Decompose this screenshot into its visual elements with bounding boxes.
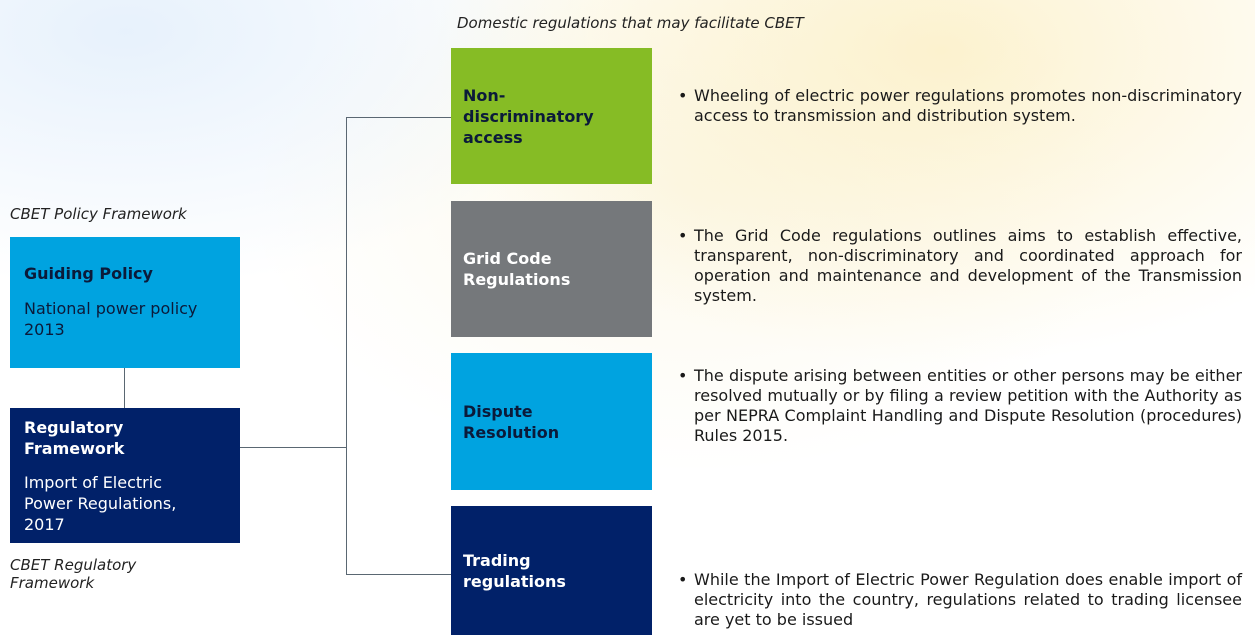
bullet-1: • — [678, 86, 688, 105]
description-3-text: The dispute arising between entities or … — [694, 366, 1242, 445]
branch-line-4 — [346, 574, 451, 575]
category-3-label-line-2: Resolution — [463, 422, 560, 442]
policy-connector-line — [124, 368, 125, 408]
guiding-policy-line-2: 2013 — [24, 320, 65, 339]
description-grid-code-regulations: • The Grid Code regulations outlines aim… — [678, 226, 1242, 306]
regulatory-framework-title-line-2: Framework — [24, 439, 125, 458]
regulatory-framework-line-3: 2017 — [24, 515, 65, 534]
description-1-text: Wheeling of electric power regulations p… — [694, 86, 1242, 125]
category-trading-regulations: Trading regulations — [451, 506, 652, 635]
guiding-policy-box: Guiding Policy National power policy 201… — [10, 237, 240, 368]
category-3-label-line-1: Dispute — [463, 401, 533, 421]
bullet-2: • — [678, 226, 688, 245]
description-4-text: While the Import of Electric Power Regul… — [694, 570, 1242, 629]
bullet-3: • — [678, 366, 688, 385]
description-dispute-resolution: • The dispute arising between entities o… — [678, 366, 1242, 446]
regulatory-framework-line-1: Import of Electric — [24, 473, 162, 492]
regulatory-caption-line-1: CBET Regulatory — [10, 556, 137, 574]
description-trading-regulations: • While the Import of Electric Power Reg… — [678, 570, 1242, 630]
regulatory-framework-caption: CBET Regulatory Framework — [10, 556, 136, 592]
category-4-label-line-1: Trading — [463, 550, 531, 570]
description-non-discriminatory-access: • Wheeling of electric power regulations… — [678, 86, 1242, 126]
category-1-label-line-2: discriminatory — [463, 106, 594, 126]
category-2-label-line-1: Grid Code — [463, 249, 552, 268]
guiding-policy-title: Guiding Policy — [24, 264, 153, 283]
regulatory-framework-line-2: Power Regulations, — [24, 494, 177, 513]
bullet-4: • — [678, 570, 688, 589]
category-2-label-line-2: Regulations — [463, 270, 571, 289]
category-4-label-line-2: regulations — [463, 571, 566, 591]
domestic-regulations-caption: Domestic regulations that may facilitate… — [457, 14, 804, 32]
description-2-text: The Grid Code regulations outlines aims … — [694, 226, 1242, 305]
branch-line-1 — [346, 117, 451, 118]
regulatory-caption-line-2: Framework — [10, 574, 95, 592]
category-1-label-line-3: access — [463, 127, 523, 147]
category-grid-code-regulations: Grid Code Regulations — [451, 201, 652, 337]
guiding-policy-line-1: National power policy — [24, 299, 198, 318]
regulatory-framework-box: Regulatory Framework Import of Electric … — [10, 408, 240, 543]
regulatory-framework-title-line-1: Regulatory — [24, 418, 124, 437]
category-1-label-line-1: Non- — [463, 85, 506, 105]
category-non-discriminatory-access: Non- discriminatory access — [451, 48, 652, 184]
category-dispute-resolution: Dispute Resolution — [451, 353, 652, 490]
tree-trunk-line — [346, 117, 347, 574]
policy-framework-caption: CBET Policy Framework — [10, 205, 187, 223]
framework-to-tree-line — [240, 447, 346, 448]
